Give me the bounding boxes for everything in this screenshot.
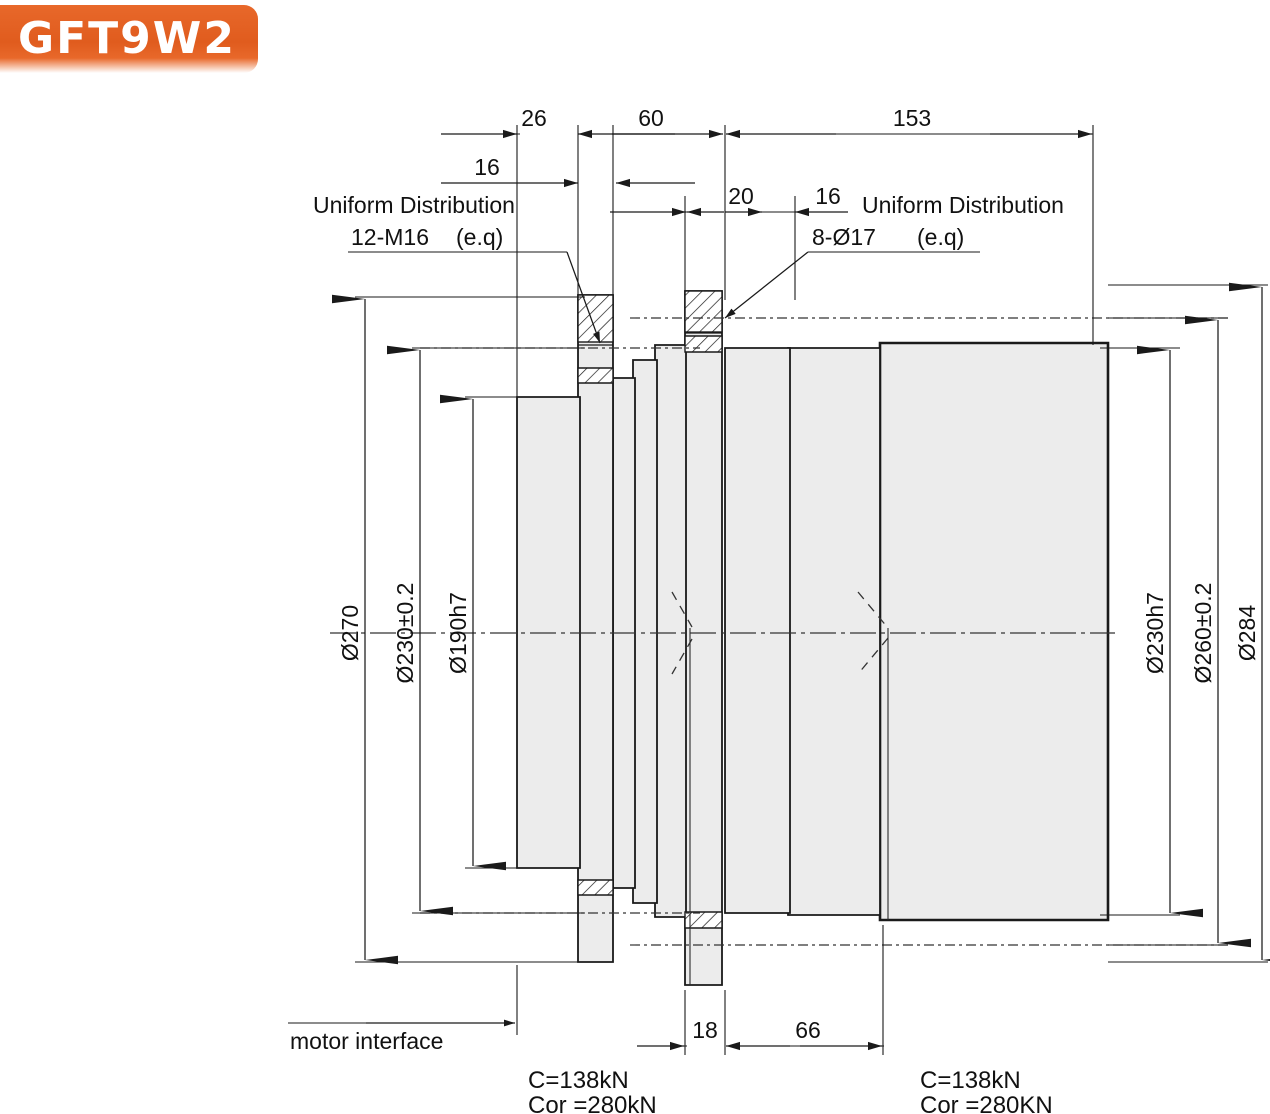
dim-60-label: 60 — [638, 105, 664, 131]
dim-16-left: 16 — [441, 154, 695, 188]
motor-interface-note: motor interface — [288, 965, 518, 1054]
dim-18-label: 18 — [692, 1017, 718, 1043]
dim-16-left-label: 16 — [474, 154, 500, 180]
dim-270-label: Ø270 — [337, 605, 363, 661]
right-load-cor: Cor =280KN — [920, 1092, 1053, 1114]
dim-16-right-label: 16 — [815, 183, 841, 209]
dim-153-label: 153 — [893, 105, 931, 131]
motor-interface-label: motor interface — [290, 1028, 443, 1054]
dim-230h7-label: Ø230h7 — [1142, 592, 1168, 674]
callout-left-bolts: Uniform Distribution 12-M16 (e.q) — [313, 192, 601, 344]
callout-right-line3: (e.q) — [917, 224, 964, 250]
callout-right-holes: Uniform Distribution 8-Ø17 (e.q) — [724, 192, 1064, 319]
callout-left-line2: 12-M16 — [351, 224, 429, 250]
dim-mid-row: 20 16 — [610, 183, 848, 217]
left-load-c: C=138kN — [528, 1067, 629, 1094]
callout-left-line1: Uniform Distribution — [313, 192, 515, 218]
dim-26-label: 26 — [521, 105, 547, 131]
dim-top-row: 26 60 153 — [441, 105, 1094, 400]
section-hatching — [577, 290, 723, 929]
dim-66-label: 66 — [795, 1017, 821, 1043]
dim-190h7-label: Ø190h7 — [445, 592, 471, 674]
part-body-upper — [516, 290, 1110, 986]
dim-230tol-label: Ø230±0.2 — [392, 583, 418, 684]
model-title-text: GFT9W2 — [18, 13, 236, 64]
bearing-symbols — [671, 591, 889, 985]
callout-left-line3: (e.q) — [456, 224, 503, 250]
right-load-c: C=138kN — [920, 1067, 1021, 1094]
callout-right-line2: 8-Ø17 — [812, 224, 876, 250]
dim-left-vertical: Ø270 Ø230±0.2 Ø190h7 — [332, 294, 585, 965]
dim-20-label: 20 — [728, 183, 754, 209]
dim-right-vertical: Ø230h7 Ø260±0.2 Ø284 — [1100, 282, 1270, 965]
load-note-left: C=138kN Cor =280kN — [528, 1067, 657, 1114]
model-title-badge: GFT9W2 — [0, 5, 258, 73]
load-note-right: C=138kN Cor =280KN — [920, 1067, 1053, 1114]
callout-right-line1: Uniform Distribution — [862, 192, 1064, 218]
dim-260tol-label: Ø260±0.2 — [1190, 583, 1216, 684]
dim-bottom-row: 18 66 — [637, 925, 884, 1055]
left-load-cor: Cor =280kN — [528, 1092, 657, 1114]
dim-284-label: Ø284 — [1234, 605, 1260, 661]
